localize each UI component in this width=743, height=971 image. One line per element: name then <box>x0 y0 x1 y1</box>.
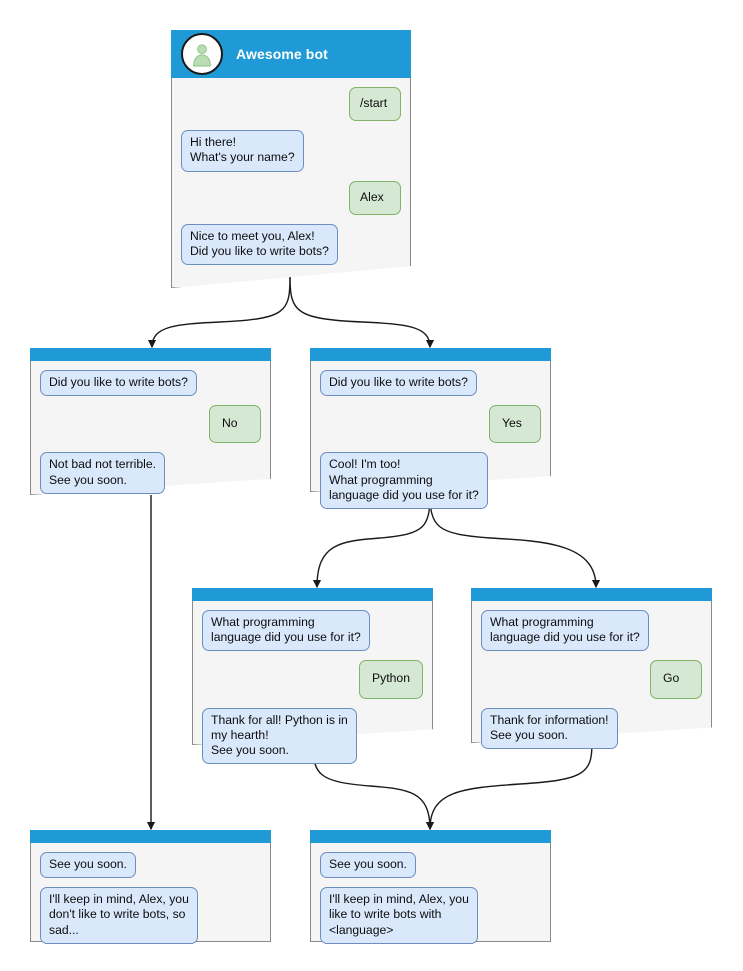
bot-message-bubble[interactable]: Nice to meet you, Alex! Did you like to … <box>181 223 338 266</box>
message-row: What programming language did you use fo… <box>481 610 702 652</box>
bot-header: Awesome bot <box>171 30 411 78</box>
chat-transcript: See you soon. I'll keep in mind, Alex, y… <box>310 843 551 954</box>
bot-message-bubble[interactable]: What programming language did you use fo… <box>202 610 370 652</box>
chat-transcript: What programming language did you use fo… <box>192 601 433 774</box>
message-row: I'll keep in mind, Alex, you like to wri… <box>320 887 541 944</box>
message-row: /start <box>181 87 401 122</box>
branch-no-node[interactable]: Did you like to write bots? No Not bad n… <box>30 348 271 495</box>
message-row: What programming language did you use fo… <box>202 610 423 652</box>
bot-message-bubble[interactable]: Did you like to write bots? <box>40 370 197 397</box>
message-row: No <box>40 405 261 444</box>
root-start-node[interactable]: Awesome bot /start Hi there! What's your… <box>171 30 411 288</box>
bot-message-bubble[interactable]: Thank for information! See you soon. <box>481 707 618 750</box>
user-message-bubble[interactable]: No <box>209 405 261 444</box>
node-content: Awesome bot /start Hi there! What's your… <box>171 30 411 275</box>
message-row: Go <box>481 660 702 699</box>
chat-transcript: /start Hi there! What's your name? Alex … <box>171 78 411 275</box>
user-message-bubble[interactable]: Python <box>359 660 423 699</box>
node-content: What programming language did you use fo… <box>471 588 712 759</box>
node-titlebar <box>471 588 712 601</box>
chat-transcript: What programming language did you use fo… <box>471 601 712 759</box>
user-message-bubble[interactable]: /start <box>349 87 401 122</box>
message-row: Thank for all! Python is in my hearth! S… <box>202 707 423 765</box>
bot-name-label: Awesome bot <box>236 46 328 62</box>
message-row: Thank for information! See you soon. <box>481 707 702 750</box>
branch-python-node[interactable]: What programming language did you use fo… <box>192 588 433 765</box>
node-content: Did you like to write bots? Yes Cool! I'… <box>310 348 551 519</box>
message-row: Not bad not terrible. See you soon. <box>40 452 261 494</box>
node-titlebar <box>30 348 271 361</box>
message-row: Cool! I'm too! What programming language… <box>320 452 541 510</box>
node-content: See you soon. I'll keep in mind, Alex, y… <box>310 830 551 954</box>
bot-message-bubble[interactable]: Not bad not terrible. See you soon. <box>40 452 166 494</box>
node-content: What programming language did you use fo… <box>192 588 433 774</box>
message-row: Alex <box>181 180 401 215</box>
bot-message-bubble[interactable]: Hi there! What's your name? <box>181 130 304 172</box>
message-row: I'll keep in mind, Alex, you don't like … <box>40 887 261 944</box>
bot-message-bubble[interactable]: What programming language did you use fo… <box>481 610 649 652</box>
person-avatar-icon <box>181 33 223 75</box>
end-node-happy[interactable]: See you soon. I'll keep in mind, Alex, y… <box>310 830 551 944</box>
end-node-sad[interactable]: See you soon. I'll keep in mind, Alex, y… <box>30 830 271 944</box>
node-titlebar <box>310 348 551 361</box>
chat-transcript: Did you like to write bots? Yes Cool! I'… <box>310 361 551 519</box>
branch-go-node[interactable]: What programming language did you use fo… <box>471 588 712 750</box>
chat-transcript: Did you like to write bots? No Not bad n… <box>30 361 271 504</box>
message-row: Nice to meet you, Alex! Did you like to … <box>181 223 401 266</box>
node-content: Did you like to write bots? No Not bad n… <box>30 348 271 504</box>
user-message-bubble[interactable]: Yes <box>489 405 541 444</box>
bot-message-bubble[interactable]: I'll keep in mind, Alex, you like to wri… <box>320 887 478 944</box>
message-row: Did you like to write bots? <box>320 370 541 397</box>
message-row: See you soon. <box>40 852 261 879</box>
user-message-bubble[interactable]: Go <box>650 660 702 699</box>
message-row: Did you like to write bots? <box>40 370 261 397</box>
message-row: See you soon. <box>320 852 541 879</box>
bot-message-bubble[interactable]: Thank for all! Python is in my hearth! S… <box>202 707 357 765</box>
node-titlebar <box>30 830 271 843</box>
bot-message-bubble[interactable]: See you soon. <box>40 852 136 879</box>
user-message-bubble[interactable]: Alex <box>349 180 401 215</box>
chat-transcript: See you soon. I'll keep in mind, Alex, y… <box>30 843 271 954</box>
bot-message-bubble[interactable]: Did you like to write bots? <box>320 370 477 397</box>
node-titlebar <box>310 830 551 843</box>
bot-message-bubble[interactable]: Cool! I'm too! What programming language… <box>320 452 488 510</box>
bot-message-bubble[interactable]: I'll keep in mind, Alex, you don't like … <box>40 887 198 944</box>
node-titlebar <box>192 588 433 601</box>
message-row: Hi there! What's your name? <box>181 130 401 172</box>
branch-yes-node[interactable]: Did you like to write bots? Yes Cool! I'… <box>310 348 551 510</box>
node-content: See you soon. I'll keep in mind, Alex, y… <box>30 830 271 954</box>
message-row: Python <box>202 660 423 699</box>
message-row: Yes <box>320 405 541 444</box>
bot-message-bubble[interactable]: See you soon. <box>320 852 416 879</box>
